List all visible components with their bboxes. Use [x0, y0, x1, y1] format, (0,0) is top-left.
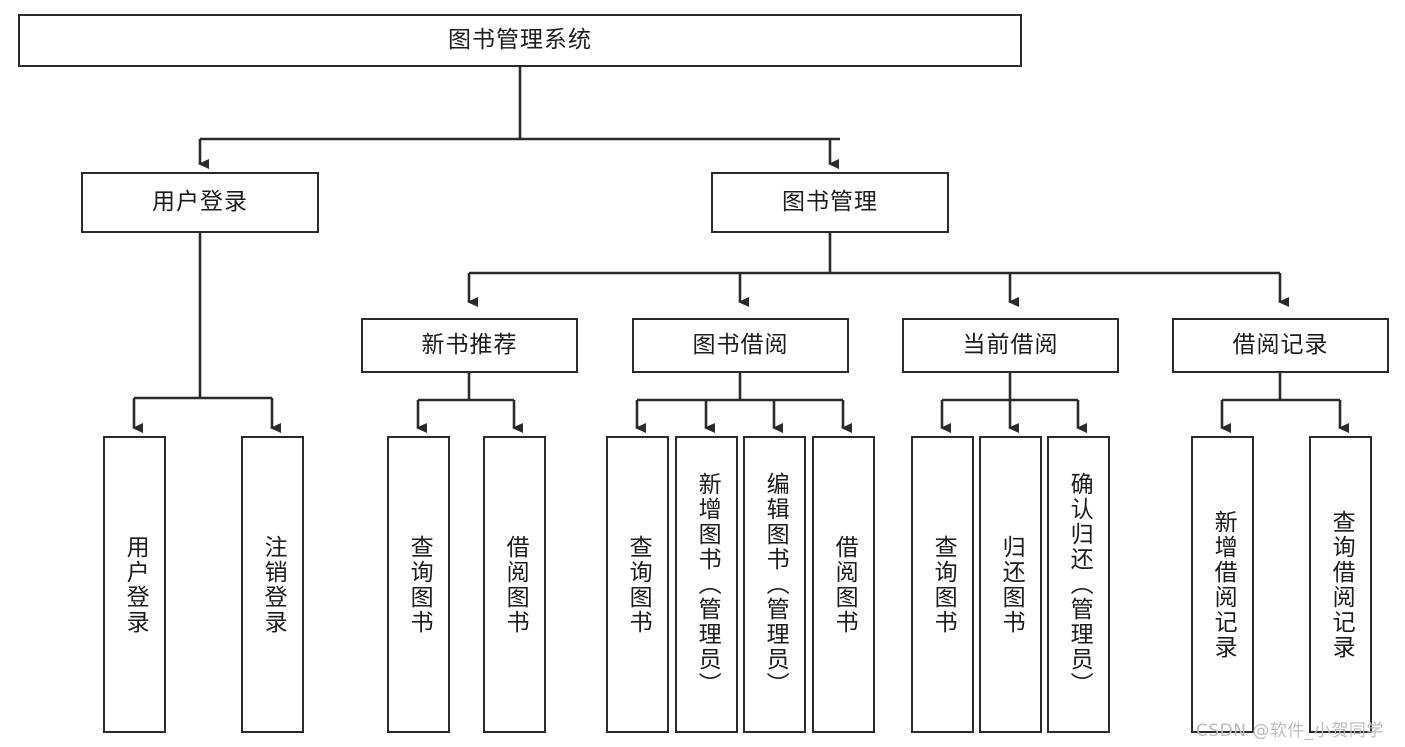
leaf-book-borrow-add[interactable]: 新增图书（管理员） [675, 436, 738, 733]
leaf-book-borrow-edit[interactable]: 编辑图书（管理员） [743, 436, 806, 733]
leaf-user-login-login[interactable]: 用户登录 [103, 436, 166, 733]
node-new-book-recommend[interactable]: 新书推荐 [361, 318, 578, 373]
leaf-label: 查询图书 [406, 534, 433, 635]
leaf-label: 借阅图书 [502, 534, 529, 635]
node-current-borrow-label: 当前借阅 [962, 331, 1059, 358]
node-user-login-label: 用户登录 [152, 188, 248, 215]
leaf-book-borrow-borrow[interactable]: 借阅图书 [812, 436, 875, 733]
leaf-label: 查询借阅记录 [1328, 509, 1355, 660]
leaf-label: 归还图书 [998, 534, 1025, 635]
leaf-current-borrow-confirm-return[interactable]: 确认归还（管理员） [1047, 436, 1110, 733]
node-borrow-record[interactable]: 借阅记录 [1172, 318, 1389, 373]
watermark: CSDN @软件_小贺同学 [1196, 721, 1384, 741]
node-book-borrow[interactable]: 图书借阅 [632, 318, 849, 373]
node-book-manage-label: 图书管理 [782, 188, 878, 215]
leaf-label: 借阅图书 [831, 534, 858, 635]
node-book-borrow-label: 图书借阅 [692, 331, 789, 358]
leaf-borrow-record-query[interactable]: 查询借阅记录 [1309, 436, 1372, 733]
leaf-label: 编辑图书（管理员） [762, 472, 789, 697]
node-root[interactable]: 图书管理系统 [18, 14, 1022, 67]
leaf-user-login-logout[interactable]: 注销登录 [241, 436, 304, 733]
leaf-label: 新增借阅记录 [1210, 509, 1237, 660]
leaf-current-borrow-query[interactable]: 查询图书 [911, 436, 974, 733]
leaf-label: 确认归还（管理员） [1066, 472, 1093, 697]
leaf-label: 注销登录 [260, 534, 287, 635]
node-root-label: 图书管理系统 [448, 26, 592, 53]
node-user-login[interactable]: 用户登录 [81, 172, 319, 233]
node-current-borrow[interactable]: 当前借阅 [902, 318, 1119, 373]
leaf-current-borrow-return[interactable]: 归还图书 [979, 436, 1042, 733]
leaf-label: 查询图书 [625, 534, 652, 635]
leaf-book-borrow-query[interactable]: 查询图书 [606, 436, 669, 733]
node-book-manage[interactable]: 图书管理 [711, 172, 949, 233]
leaf-borrow-record-add[interactable]: 新增借阅记录 [1191, 436, 1254, 733]
leaf-new-book-query[interactable]: 查询图书 [387, 436, 450, 733]
node-new-book-recommend-label: 新书推荐 [421, 331, 518, 358]
leaf-new-book-borrow[interactable]: 借阅图书 [483, 436, 546, 733]
node-borrow-record-label: 借阅记录 [1232, 331, 1329, 358]
leaf-label: 新增图书（管理员） [694, 472, 721, 697]
leaf-label: 查询图书 [930, 534, 957, 635]
leaf-label: 用户登录 [122, 534, 149, 635]
